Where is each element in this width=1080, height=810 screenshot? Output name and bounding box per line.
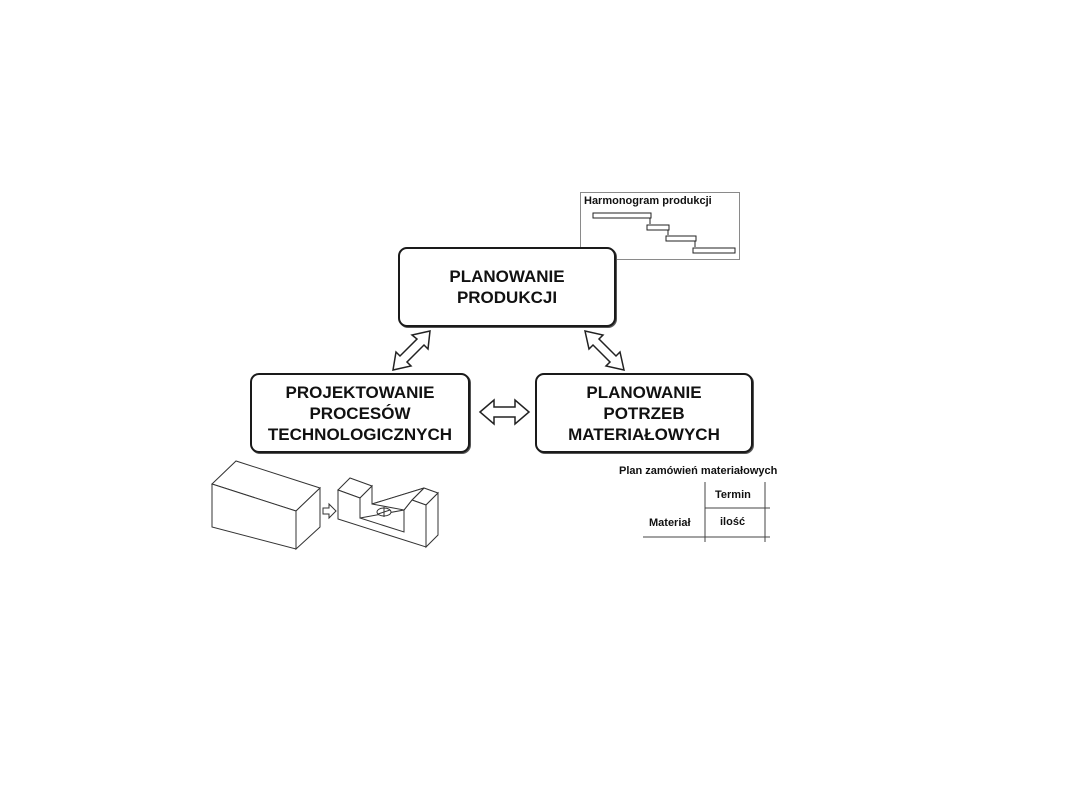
double-arrow-left-diagonal [392, 330, 431, 371]
process-design-box: PROJEKTOWANIE PROCESÓW TECHNOLOGICZNYCH [250, 373, 470, 453]
raw-block-drawing [211, 460, 321, 551]
material-planning-line-2: POTRZEB [603, 403, 685, 423]
material-plan-cell-value: ilość [720, 516, 746, 528]
production-planning-line-1: PLANOWANIE [449, 267, 565, 286]
process-design-line-1: PROJEKTOWANIE [285, 382, 435, 402]
double-arrow-right-diagonal [584, 330, 625, 371]
material-table-lines [643, 482, 770, 542]
material-planning-line-3: MATERIAŁOWYCH [568, 424, 720, 444]
machined-part-drawing [337, 477, 439, 549]
material-plan-row-label: Materiał [649, 517, 691, 529]
gantt-bar-d [692, 247, 736, 254]
material-plan-column-header: Termin [715, 489, 751, 501]
process-design-line-2: PROCESÓW [309, 403, 411, 423]
material-planning-line-1: PLANOWANIE [586, 382, 702, 402]
production-planning-line-2: PRODUKCJI [456, 288, 558, 307]
gantt-title: Harmonogram produkcji [584, 195, 712, 207]
gantt-bar-a [592, 212, 652, 219]
double-arrow-horizontal [478, 398, 531, 426]
production-planning-box: PLANOWANIE PRODUKCJI [398, 247, 616, 327]
material-planning-box: PLANOWANIE POTRZEB MATERIAŁOWYCH [535, 373, 753, 453]
gantt-bar-c [665, 235, 697, 242]
gantt-bar-b [646, 224, 670, 231]
process-design-line-3: TECHNOLOGICZNYCH [267, 424, 453, 444]
process-arrow [322, 502, 337, 520]
material-plan-title: Plan zamówień materiałowych [619, 465, 778, 477]
